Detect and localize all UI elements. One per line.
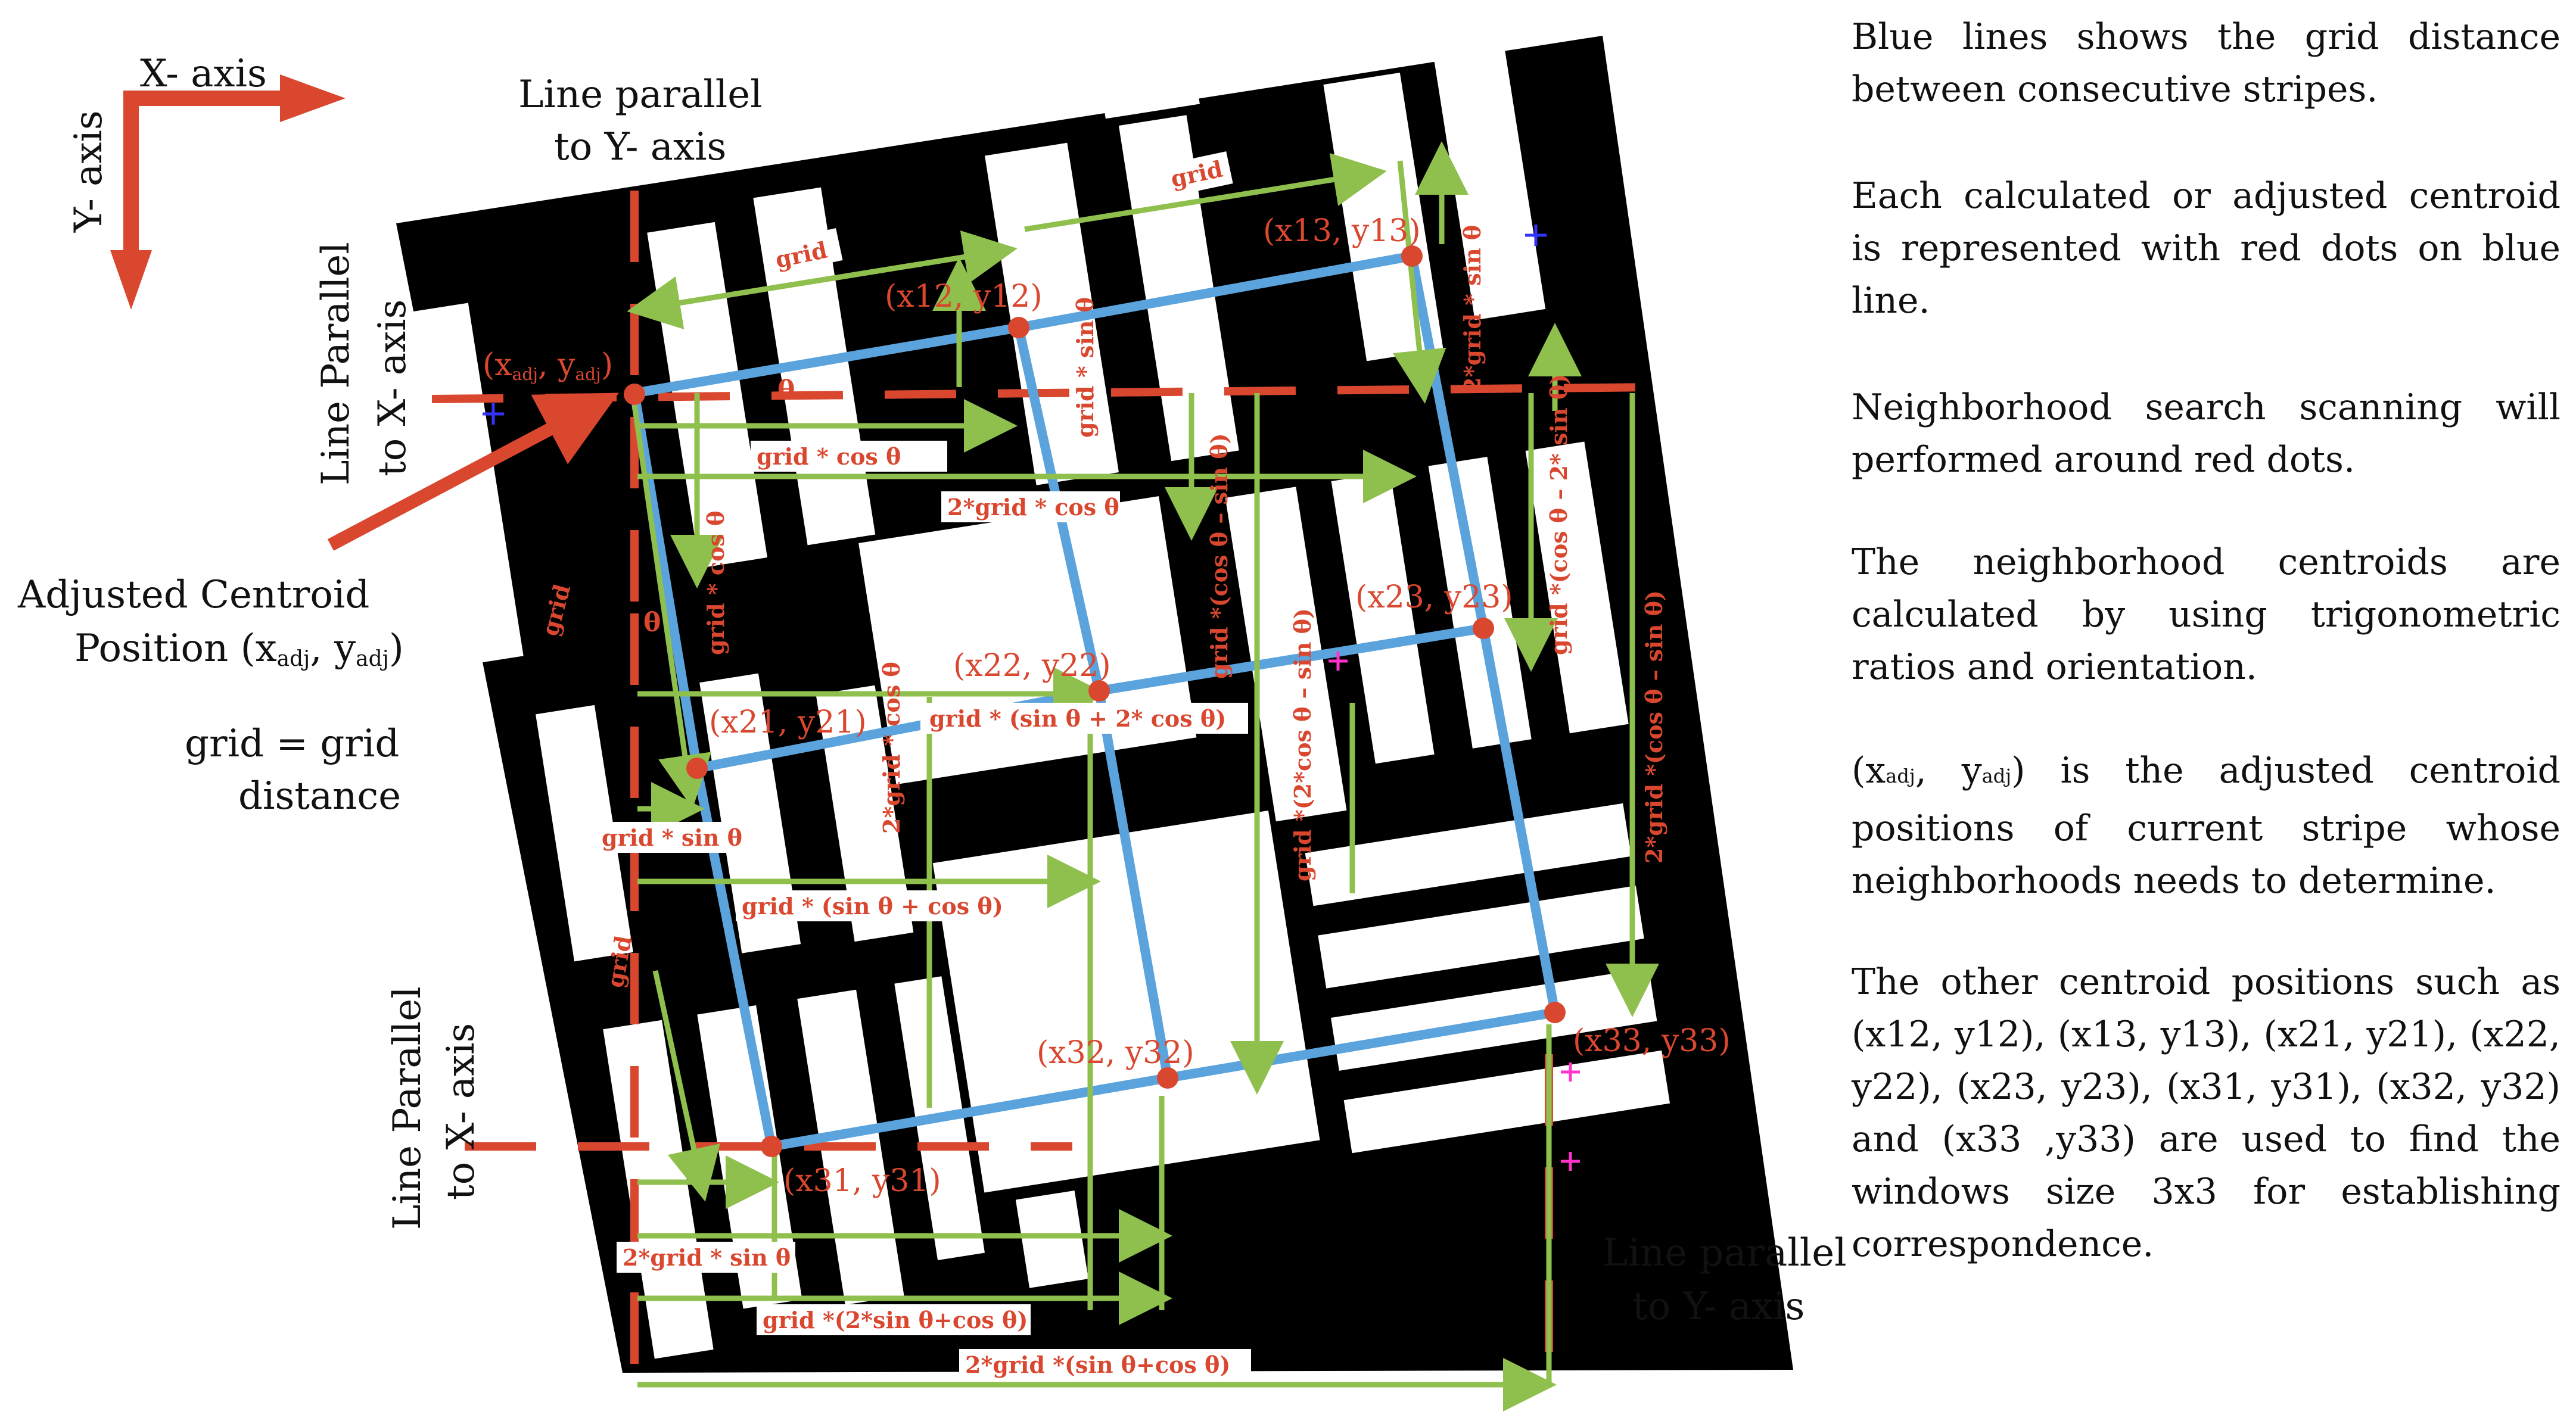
axes-indicator: X- axis Y- axis <box>67 52 346 310</box>
centroid-22 <box>1088 680 1110 702</box>
adjusted-centroid-pointer <box>327 392 619 551</box>
y-axis-arrowhead <box>110 250 152 310</box>
centroid-adj <box>624 384 645 405</box>
magenta-cross-2 <box>1561 1152 1580 1171</box>
blue-row1-b <box>1014 251 1417 332</box>
x-axis-label: X- axis <box>140 52 267 96</box>
label-p13: (x13, y13) <box>1263 213 1421 249</box>
centroid-12 <box>1008 317 1029 338</box>
blue-col1-a <box>630 388 702 773</box>
magenta-cross-1 <box>1561 1062 1580 1082</box>
ann-2grid-sin-cos: 2*grid *(sin θ+cos θ) <box>965 1351 1230 1378</box>
ann-2grid-cos-v: 2*grid * cos θ <box>878 662 905 834</box>
ann-2grid-cos: 2*grid * cos θ <box>947 494 1119 521</box>
label-adj: (xadj, yadj) <box>483 347 613 384</box>
label-p21: (x21, y21) <box>709 705 867 740</box>
ann-2grid-cos-minus-sin: 2*grid *(cos θ – sin θ) <box>1641 590 1667 864</box>
ann-2grid-sin-v: 2*grid * sin θ <box>1459 225 1486 393</box>
ann-grid-2cos-minus-sin: grid *(2*cos θ – sin θ) <box>1289 608 1316 881</box>
ann-grid-sin-h: grid * sin θ <box>602 824 742 851</box>
line-parallel-x-left-top-1: Line Parallel <box>314 242 358 485</box>
label-p31: (x31, y31) <box>783 1163 941 1199</box>
ann-theta-1: θ <box>777 375 795 406</box>
description-p1: Blue lines shows the grid distance betwe… <box>1852 16 2561 110</box>
blue-cross-1 <box>483 403 504 425</box>
blue-col3-a <box>1407 251 1488 633</box>
magenta-cross-3 <box>1329 652 1348 671</box>
adjusted-centroid-line1: Adjusted Centroid <box>17 573 369 617</box>
line-parallel-y-bottom-1: Line parallel <box>1603 1231 1847 1275</box>
ann-2grid-sin-h: 2*grid * sin θ <box>623 1244 791 1271</box>
adjusted-centroid-line2: Position (xadj, yadj) <box>74 627 404 671</box>
label-p33: (x33, y33) <box>1573 1023 1731 1059</box>
centroid-31 <box>761 1136 782 1157</box>
blue-col3-b <box>1479 624 1560 1017</box>
centroid-dots <box>624 245 1566 1157</box>
cross-markers <box>483 225 1580 1171</box>
ann-grid-cos-v: grid * cos θ <box>702 511 729 655</box>
x-axis-arrowhead <box>280 74 346 122</box>
side-labels: Line parallel to Y- axis Line Parallel t… <box>17 73 1847 1329</box>
description-p2: Each calculated or adjusted centroid is … <box>1852 175 2561 322</box>
centroid-21 <box>686 758 708 779</box>
label-p22: (x22, y22) <box>953 648 1111 684</box>
centroid-32 <box>1157 1067 1178 1089</box>
blue-row3-a <box>767 1073 1172 1151</box>
description-p6: The other centroid positions such as (x1… <box>1852 961 2561 1265</box>
blue-row2-b <box>1094 624 1488 696</box>
line-parallel-y-top-1: Line parallel <box>518 73 763 117</box>
line-parallel-x-left-bottom-2: to X- axis <box>439 1023 483 1200</box>
line-parallel-x-left-top-2: to X- axis <box>371 300 415 476</box>
line-parallel-y-bottom-2: to Y- axis <box>1632 1285 1805 1329</box>
ann-grid-cos-minus-2sin: grid *(cos θ – 2* sin θ) <box>1545 374 1572 655</box>
ann-grid-2sin-cos: grid *(2*sin θ+cos θ) <box>763 1307 1028 1333</box>
label-p23: (x23, y23) <box>1355 579 1513 615</box>
centroid-23 <box>1473 618 1494 639</box>
green-arrows <box>627 141 1659 1411</box>
point-labels: (xadj, yadj) (x12, y12) (x13, y13) (x21,… <box>483 213 1731 1199</box>
ann-theta-2: θ <box>643 607 661 638</box>
line-parallel-x-top <box>431 383 1663 403</box>
ann-grid-sin-2cos: grid * (sin θ + 2* cos θ) <box>929 705 1226 732</box>
blue-cross-2 <box>1525 225 1547 246</box>
line-parallel-x-left-bottom-1: Line Parallel <box>385 986 430 1230</box>
blue-row1-a <box>630 323 1023 398</box>
description-p5: (xadj, yadj) is the adjusted centroid po… <box>1852 750 2561 902</box>
ann-grid-sin-plus-cos: grid * (sin θ + cos θ) <box>742 893 1003 920</box>
centroid-13 <box>1401 245 1423 267</box>
centroid-33 <box>1544 1002 1566 1023</box>
description-p3: Neighborhood search scanning will perfor… <box>1852 387 2561 481</box>
line-parallel-y-top-2: to Y- axis <box>554 125 726 169</box>
ann-grid-cos: grid * cos θ <box>757 443 901 470</box>
grid-def-line2: distance <box>238 774 401 818</box>
annotation-labels: grid grid θ θ grid * cos θ 2*grid * cos … <box>536 151 1667 1380</box>
ann-grid-sin-v: grid * sin θ <box>1072 297 1099 438</box>
description-p4: The neighborhood centroids are calculate… <box>1852 541 2561 688</box>
grid-def-line1: grid = grid <box>185 722 399 766</box>
label-p32: (x32, y32) <box>1037 1035 1194 1071</box>
label-p12: (x12, y12) <box>885 279 1043 314</box>
ann-grid-cos-minus-sin: grid *(cos θ – sin θ) <box>1206 433 1233 679</box>
blue-col2-b <box>1094 686 1172 1083</box>
y-axis-label: Y- axis <box>67 110 111 233</box>
